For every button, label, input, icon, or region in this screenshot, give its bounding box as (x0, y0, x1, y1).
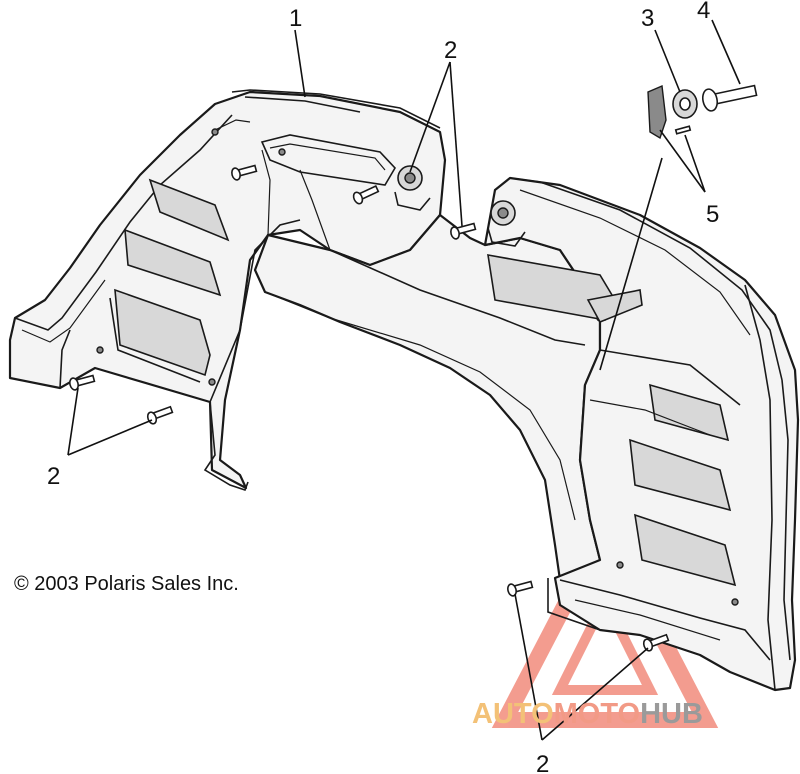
clip-bracket-part-5 (647, 84, 667, 140)
bolt-bottom-right (642, 633, 670, 652)
fender-left-section (8, 89, 447, 492)
callout-2-top: 2 (444, 37, 457, 64)
bolt-part-4 (701, 84, 758, 112)
callout-5: 5 (706, 201, 719, 228)
fender-right-section (483, 176, 800, 692)
bolt-left-upper (69, 374, 96, 391)
bolt-top-left (231, 164, 258, 181)
callout-1: 1 (289, 5, 302, 32)
callout-2-bottom: 2 (536, 751, 549, 774)
callout-4: 4 (697, 0, 710, 24)
copyright-text: © 2003 Polaris Sales Inc. (14, 573, 239, 595)
leader-lines (67, 19, 741, 741)
watermark-text: AUTOMOTOHUB (472, 698, 703, 730)
callout-2-left: 2 (47, 463, 60, 490)
watermark-auto: AUTO (472, 698, 554, 730)
bolt-bottom-left (507, 580, 534, 597)
screw-part-5 (674, 125, 692, 135)
bolt-top-center (352, 184, 380, 205)
watermark-hub: HUB (640, 698, 703, 730)
bolt-top-right (450, 222, 477, 240)
bolt-left-lower (146, 405, 174, 425)
callout-3: 3 (641, 5, 654, 32)
washer-part-3 (672, 89, 698, 119)
watermark-moto: MOTO (554, 698, 640, 730)
